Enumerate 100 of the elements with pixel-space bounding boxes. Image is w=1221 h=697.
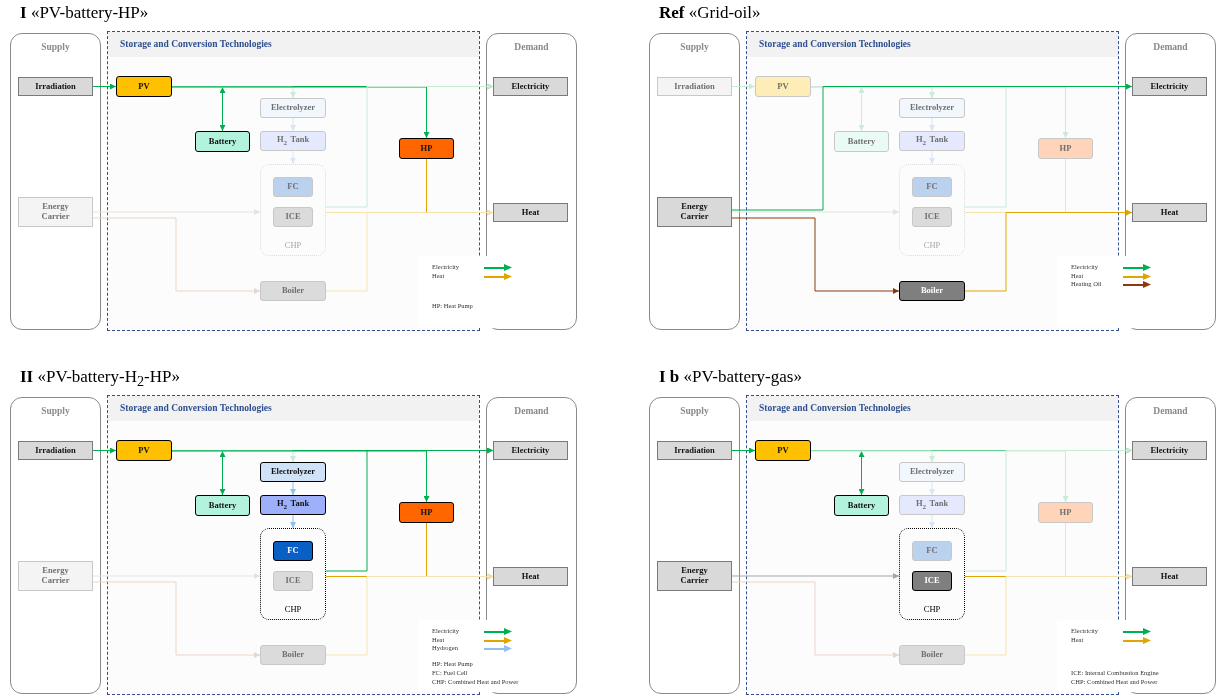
process-box: HP [1038,138,1093,159]
process-box: HP [1038,502,1093,523]
column-header: Demand [513,42,550,52]
process-box: FC [273,177,313,197]
process-box: PV [755,440,811,461]
source-box: Irradiation [18,441,93,460]
panel-title: II «PV-battery-H$_{2}$-HP» [20,367,180,391]
column-header: Supply [40,406,71,416]
arrow [858,450,865,496]
panel-title: I b «PV-battery-gas» [659,367,802,387]
process-box: Boiler [899,645,965,665]
arrow [731,581,900,658]
process-box: Electrolyzer [260,98,326,118]
arrow [964,573,1133,656]
storage-box: Battery [834,131,889,152]
demand-box: Electricity [493,441,568,460]
column-header: Supply [40,42,71,52]
arrow [290,150,296,165]
supply-panel [649,33,740,330]
arrow [92,581,261,658]
process-box: Electrolyzer [260,462,326,482]
process-box: Boiler [260,645,326,665]
group-label: CHP [922,240,942,250]
storage-box: H$_{2}$ Tank [260,495,326,515]
process-box: ICE [912,207,952,227]
source-box: Energy Carrier [18,561,93,591]
process-box: HP [399,138,454,159]
process-box: PV [116,440,172,461]
process-box: ICE [273,207,313,227]
source-box: Energy Carrier [18,197,93,227]
process-box: ICE [912,571,952,591]
process-box: Electrolyzer [899,462,965,482]
storage-box: H$_{2}$ Tank [260,131,326,151]
arrow [731,209,900,215]
storage-box: H$_{2}$ Tank [899,495,965,515]
group-label: CHP [283,240,303,250]
arrow [929,481,935,496]
demand-box: Electricity [1132,77,1207,96]
section-header: Storage and Conversion Technologies [747,396,1118,421]
technology-group [746,31,1119,331]
demand-box: Electricity [493,77,568,96]
panel-title: Ref «Grid-oil» [659,3,761,23]
column-header: Demand [1152,406,1189,416]
arrow [810,86,1069,139]
arrow [171,450,430,503]
storage-box: Battery [195,495,250,516]
arrow [92,573,261,579]
demand-box: Heat [493,203,568,222]
source-box: Irradiation [18,77,93,96]
source-box: Irradiation [657,77,732,96]
column-header: Supply [679,42,710,52]
section-header: Storage and Conversion Technologies [108,32,479,57]
arrow [731,573,900,579]
arrow [92,209,261,215]
supply-panel [10,397,101,694]
process-box: FC [912,177,952,197]
process-box: ICE [273,571,313,591]
demand-box: Heat [1132,203,1207,222]
process-box: PV [755,76,811,97]
arrow [219,86,226,132]
arrow [92,447,117,454]
section-header: Storage and Conversion Technologies [747,32,1118,57]
storage-box: Battery [195,131,250,152]
section-header: Storage and Conversion Technologies [108,396,479,421]
process-box: HP [399,502,454,523]
group-label: CHP [922,604,942,614]
column-header: Demand [1152,42,1189,52]
arrow [731,83,756,90]
demand-box: Heat [1132,567,1207,586]
demand-box: Electricity [1132,441,1207,460]
arrow [290,117,296,132]
arrow [219,450,226,496]
process-box: FC [273,541,313,561]
demand-panel [1125,33,1216,330]
demand-panel [486,33,577,330]
arrow [731,217,900,294]
source-box: Energy Carrier [657,197,732,227]
process-box: Boiler [260,281,326,301]
supply-panel [10,33,101,330]
group-label: CHP [283,604,303,614]
panel-title: I «PV-battery-HP» [20,3,149,23]
storage-box: H$_{2}$ Tank [899,131,965,151]
arrow [92,217,261,294]
column-header: Supply [679,406,710,416]
arrow [964,447,1133,572]
supply-panel [649,397,740,694]
storage-box: Battery [834,495,889,516]
arrow [92,83,117,90]
process-box: Electrolyzer [899,98,965,118]
arrow [858,86,865,132]
technology-group [107,31,480,331]
arrow [325,447,494,572]
arrow [325,573,494,656]
arrow [325,83,494,208]
column-header: Demand [513,406,550,416]
process-box: PV [116,76,172,97]
demand-box: Heat [493,567,568,586]
arrow [810,450,1069,503]
arrow [290,514,296,529]
arrow [964,209,1133,292]
